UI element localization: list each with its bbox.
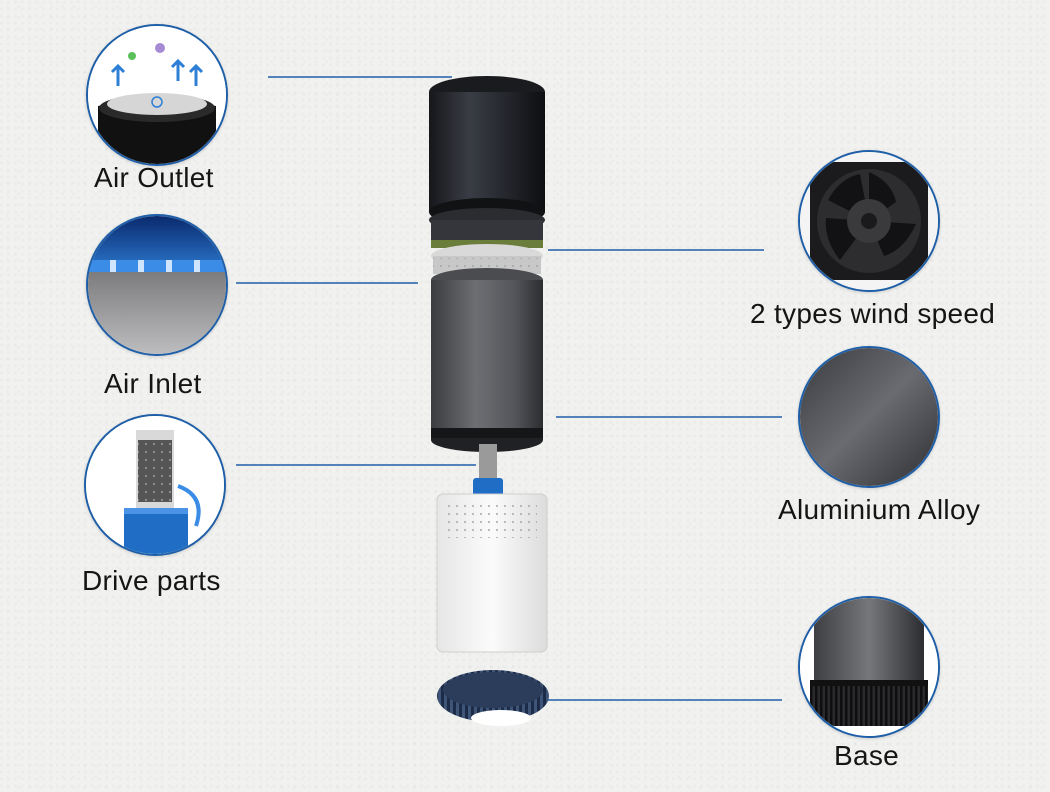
drive-parts-thumbnail <box>84 414 226 556</box>
aluminium-alloy-label: Aluminium Alloy <box>778 494 981 525</box>
wind-speed-label: 2 types wind speed <box>750 298 996 329</box>
aluminium-alloy-thumbnail <box>798 346 940 488</box>
drive-parts-label: Drive parts <box>82 565 221 596</box>
base-label: Base <box>834 740 900 771</box>
wind-speed-thumbnail <box>798 150 940 292</box>
base-thumbnail <box>798 596 940 738</box>
power-icon <box>151 96 163 108</box>
air-outlet-label: Air Outlet <box>94 162 214 193</box>
air-inlet-label: Air Inlet <box>104 368 202 399</box>
air-inlet-thumbnail <box>86 214 228 356</box>
air-outlet-thumbnail <box>86 24 228 166</box>
exploded-product-diagram <box>429 76 549 726</box>
